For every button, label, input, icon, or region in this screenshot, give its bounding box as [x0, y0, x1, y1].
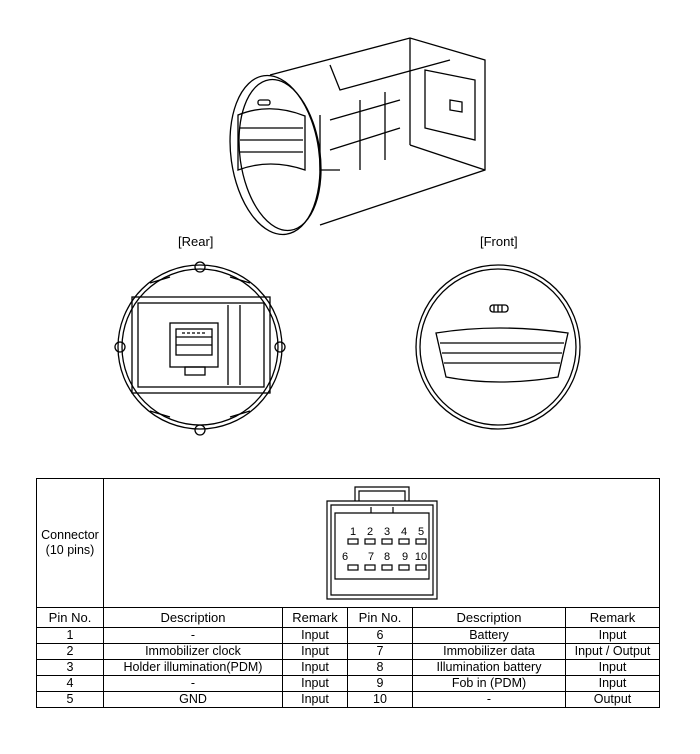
connector-label-cell: Connector (10 pins) — [36, 478, 104, 608]
cell-remark: Input — [565, 659, 660, 676]
front-view-label: [Front] — [480, 234, 518, 249]
cell-remark: Input — [282, 659, 348, 676]
header-pin-no-2: Pin No. — [347, 607, 413, 628]
cell-pin: 5 — [36, 691, 104, 708]
pin-1-label: 1 — [349, 526, 355, 538]
cell-description: Illumination battery — [412, 659, 566, 676]
header-pin-no: Pin No. — [36, 607, 104, 628]
front-view-drawing — [415, 264, 581, 430]
table-row: 2 Immobilizer clock Input 7 Immobilizer … — [36, 643, 660, 660]
cell-remark: Input — [282, 675, 348, 692]
table-row: 1 - Input 6 Battery Input — [36, 627, 660, 644]
cell-remark: Input — [282, 627, 348, 644]
pin-table: Connector (10 pins) — [36, 478, 660, 708]
key-holder-iso-drawing — [229, 37, 486, 236]
cell-description: Immobilizer data — [412, 643, 566, 660]
table-row: 4 - Input 9 Fob in (PDM) Input — [36, 675, 660, 692]
header-description: Description — [103, 607, 283, 628]
rear-view-label: [Rear] — [178, 234, 214, 249]
cell-pin: 3 — [36, 659, 104, 676]
cell-remark: Output — [565, 691, 660, 708]
cell-remark: Input — [282, 643, 348, 660]
cell-pin: 10 — [347, 691, 413, 708]
cell-description: - — [412, 691, 566, 708]
cell-pin: 8 — [347, 659, 413, 676]
pin-9-label: 9 — [401, 551, 407, 563]
cell-remark: Input — [565, 675, 660, 692]
cell-description: GND — [103, 691, 283, 708]
cell-pin: 6 — [347, 627, 413, 644]
table-row: 5 GND Input 10 - Output — [36, 691, 660, 708]
cell-remark: Input / Output — [565, 643, 660, 660]
cell-remark: Input — [282, 691, 348, 708]
cell-description: Holder illumination(PDM) — [103, 659, 283, 676]
cell-pin: 7 — [347, 643, 413, 660]
connector-label: Connector — [41, 528, 99, 542]
cell-description: - — [103, 675, 283, 692]
cell-remark: Input — [565, 627, 660, 644]
connector-diagram: 1 2 3 4 5 6 7 8 9 10 — [325, 486, 438, 600]
cell-pin: 2 — [36, 643, 104, 660]
pin-7-label: 7 — [367, 551, 373, 563]
rear-view-drawing — [114, 261, 286, 436]
table-header-row: Pin No. Description Remark Pin No. Descr… — [36, 607, 660, 628]
pin-8-label: 8 — [383, 551, 389, 563]
cell-description: Immobilizer clock — [103, 643, 283, 660]
cell-pin: 4 — [36, 675, 104, 692]
pin-5-label: 5 — [417, 526, 423, 538]
pin-3-label: 3 — [383, 526, 389, 538]
header-remark-2: Remark — [565, 607, 660, 628]
pin-6-label: 6 — [341, 551, 347, 563]
connector-pin-count: (10 pins) — [45, 543, 95, 557]
pin-2-label: 2 — [366, 526, 372, 538]
table-row: 3 Holder illumination(PDM) Input 8 Illum… — [36, 659, 660, 676]
pin-10-label: 10 — [414, 551, 426, 563]
header-description-2: Description — [412, 607, 566, 628]
cell-pin: 1 — [36, 627, 104, 644]
header-remark: Remark — [282, 607, 348, 628]
connector-diagram-cell: 1 2 3 4 5 6 7 8 9 10 — [103, 478, 660, 608]
pin-4-label: 4 — [400, 526, 406, 538]
connector-row: Connector (10 pins) — [36, 478, 660, 608]
cell-description: - — [103, 627, 283, 644]
cell-pin: 9 — [347, 675, 413, 692]
cell-description: Fob in (PDM) — [412, 675, 566, 692]
pin-slots — [346, 538, 427, 571]
cell-description: Battery — [412, 627, 566, 644]
